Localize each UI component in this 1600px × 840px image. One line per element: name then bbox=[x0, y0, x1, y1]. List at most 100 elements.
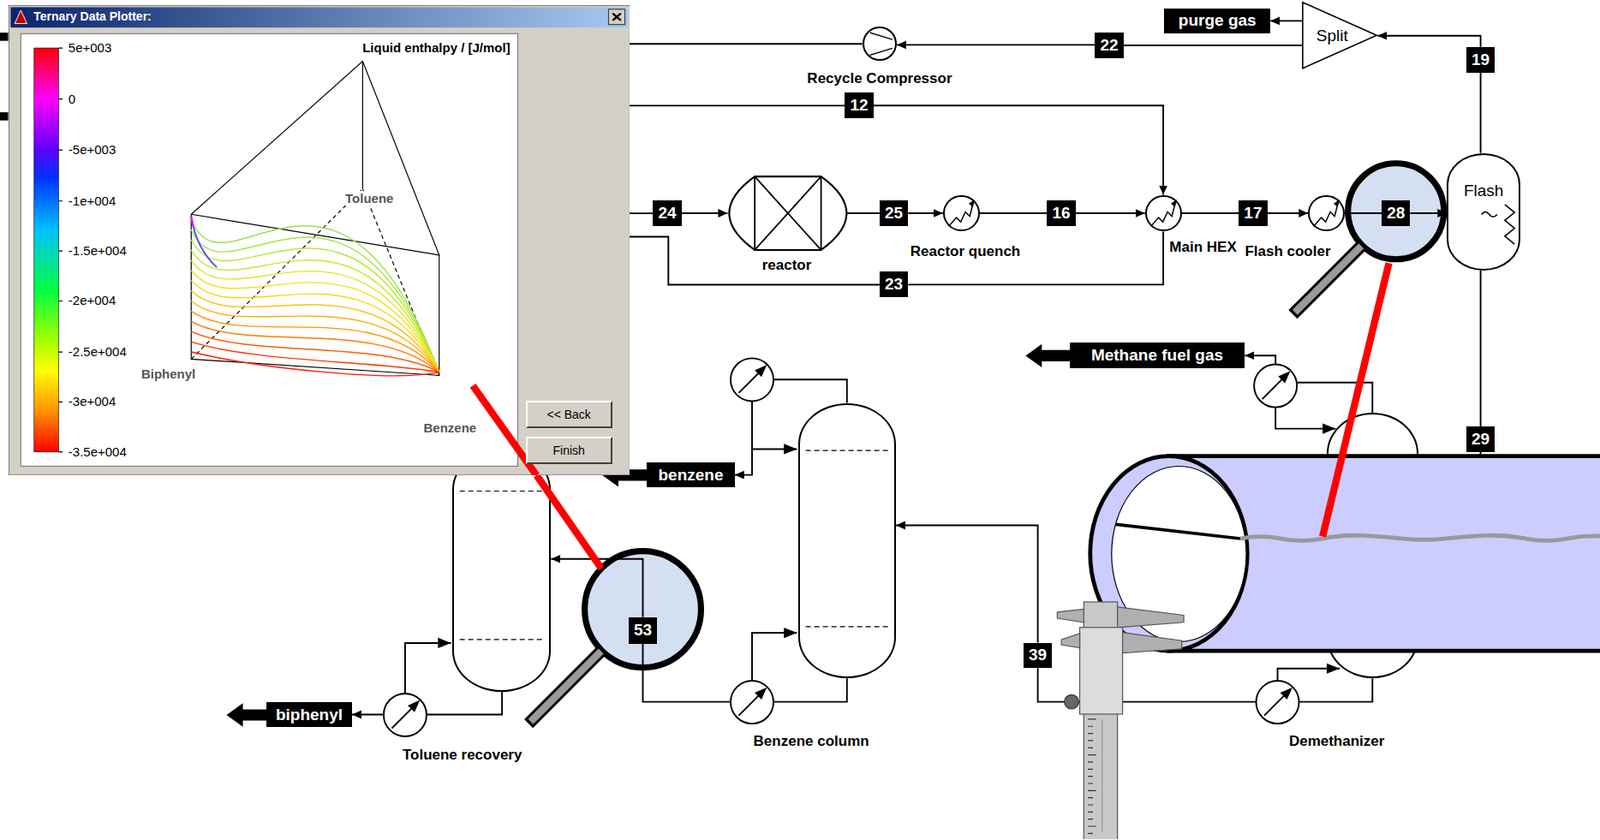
equipment-label: Flash cooler bbox=[1244, 243, 1331, 260]
tray-line bbox=[1333, 458, 1412, 638]
art-path bbox=[191, 310, 439, 372]
scale-value: -1.5e+004 bbox=[68, 243, 127, 258]
art-path bbox=[1275, 407, 1336, 430]
label-slot: Recycle Compressor bbox=[806, 70, 952, 88]
art-path bbox=[1087, 719, 1097, 834]
stream-label: 16 bbox=[1051, 203, 1070, 223]
tray-line bbox=[805, 450, 889, 627]
equipment-label: Reactor quench bbox=[910, 243, 1021, 260]
flow-line bbox=[1267, 212, 1309, 215]
stream-tag: biphenyl bbox=[266, 702, 353, 729]
stream-label: 23 bbox=[884, 274, 903, 294]
flow-line bbox=[352, 692, 502, 716]
art-circle bbox=[383, 693, 427, 737]
label-slot: -3.5e+004 bbox=[68, 444, 127, 460]
art-path bbox=[752, 632, 797, 681]
label-slot: Toluene bbox=[343, 191, 395, 207]
art-rect bbox=[8, 5, 631, 476]
exchanger-arrowhead bbox=[1170, 199, 1177, 208]
stream-label: 12 bbox=[850, 95, 869, 115]
label-slot: -1e+004 bbox=[68, 193, 116, 209]
art-ellipse bbox=[1110, 465, 1246, 642]
stream-label: Methane fuel gas bbox=[1091, 346, 1224, 365]
art-path bbox=[1101, 719, 1103, 832]
stream-label: 39 bbox=[1028, 645, 1047, 665]
art-path bbox=[361, 60, 363, 189]
flow-line bbox=[847, 212, 880, 215]
art-path bbox=[1116, 607, 1183, 628]
art-rect bbox=[0, 32, 9, 42]
art-path bbox=[191, 188, 439, 376]
art-path bbox=[191, 300, 439, 372]
heat-exchanger-symbol: Main HEX bbox=[1145, 195, 1183, 233]
exchanger-art bbox=[944, 197, 979, 231]
art-path bbox=[191, 280, 439, 373]
stream-label: 28 bbox=[1386, 203, 1405, 223]
art-path bbox=[1277, 668, 1341, 681]
stream-number: 29 bbox=[1466, 426, 1495, 453]
tray-art bbox=[800, 405, 895, 678]
axis-title: Liquid enthalpy / [J/mol] bbox=[362, 40, 511, 55]
art-path bbox=[752, 448, 797, 451]
distillation-column: Toluene recovery bbox=[452, 448, 552, 693]
equipment-label: Benzene column bbox=[753, 733, 870, 750]
exchanger-arrowhead bbox=[968, 199, 975, 208]
label-slot: -3e+004 bbox=[68, 394, 116, 410]
label-slot: Benzene bbox=[422, 420, 479, 436]
equipment-label: Toluene recovery bbox=[402, 746, 523, 764]
push-button: Finish bbox=[525, 436, 613, 465]
component-name: Biphenyl bbox=[139, 366, 198, 382]
stream-number: 16 bbox=[1046, 200, 1075, 227]
art-path bbox=[1239, 535, 1600, 541]
exchanger-zigzag bbox=[1150, 202, 1176, 227]
art-circle bbox=[1064, 694, 1080, 710]
art-g bbox=[191, 60, 439, 376]
art-path bbox=[612, 104, 846, 107]
art-path bbox=[191, 239, 439, 373]
equipment-label: reactor bbox=[762, 256, 812, 274]
button-label: Finish bbox=[552, 443, 585, 458]
stream-label: 53 bbox=[633, 620, 652, 640]
compressor-lines bbox=[869, 32, 892, 55]
stream-number: 12 bbox=[844, 92, 873, 119]
splitter-symbol: Split bbox=[1301, 1, 1378, 70]
art-g bbox=[730, 358, 774, 401]
scale-value: -5e+003 bbox=[68, 142, 116, 157]
flow-line bbox=[1182, 212, 1240, 215]
art-g bbox=[1256, 680, 1300, 724]
label-slot: Liquid enthalpy / [J/mol] bbox=[362, 40, 511, 56]
equipment-label: Recycle Compressor bbox=[806, 70, 952, 87]
stream-number: 25 bbox=[879, 200, 908, 227]
art-path bbox=[1061, 633, 1080, 649]
label-slot: Ternary Data Plotter: bbox=[33, 8, 151, 24]
stream-label: purge gas bbox=[1178, 11, 1257, 30]
exchanger-arrowhead bbox=[1333, 199, 1340, 208]
flow-line bbox=[907, 231, 1164, 285]
stream-tag: purge gas bbox=[1164, 8, 1271, 35]
flash-vessel: Flash bbox=[1446, 153, 1521, 271]
art-path bbox=[191, 341, 439, 373]
stream-number: 24 bbox=[652, 200, 681, 227]
label-slot: Benzene column bbox=[753, 733, 870, 751]
label-slot: 5e+003 bbox=[68, 40, 112, 56]
flow-line bbox=[979, 212, 1048, 215]
reactor-art bbox=[727, 175, 847, 251]
scale-value: -3e+004 bbox=[68, 394, 116, 409]
stream-label: 19 bbox=[1471, 50, 1490, 70]
stream-number: 28 bbox=[1381, 200, 1410, 227]
art-path bbox=[191, 260, 439, 373]
stream-label: benzene bbox=[658, 465, 724, 485]
push-button: << Back bbox=[525, 400, 613, 429]
compressor-art bbox=[864, 28, 896, 60]
equipment-label: Demethanizer bbox=[1289, 733, 1385, 750]
art-path bbox=[409, 701, 419, 711]
art-circle bbox=[730, 358, 774, 401]
stream-label: 17 bbox=[1243, 203, 1262, 223]
art-g bbox=[191, 216, 439, 377]
compressor-symbol: Recycle Compressor bbox=[862, 26, 898, 62]
art-path bbox=[191, 216, 217, 269]
flow-line bbox=[681, 212, 729, 215]
exchanger-zigzag bbox=[948, 202, 974, 227]
caliper-illustration bbox=[1055, 597, 1193, 840]
art-path bbox=[191, 321, 439, 373]
